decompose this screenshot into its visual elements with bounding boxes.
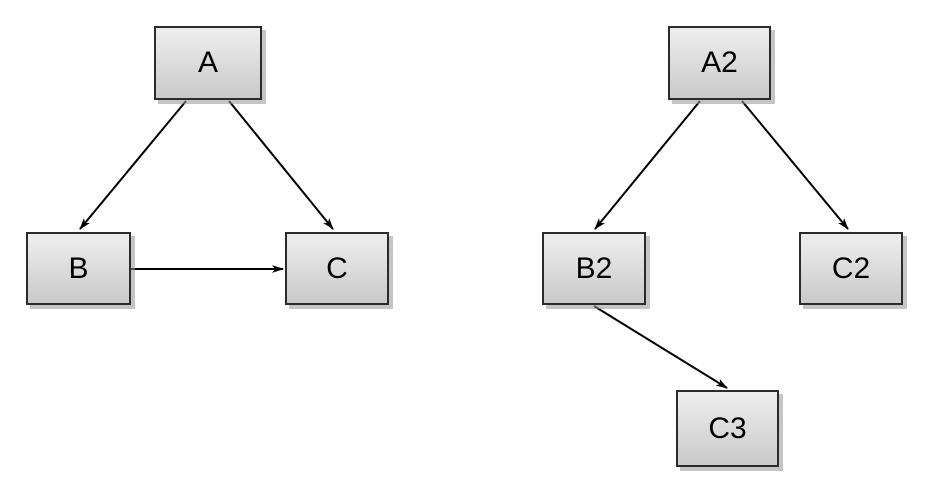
node-c[interactable]: C bbox=[285, 232, 389, 305]
edge-a-to-c bbox=[228, 100, 334, 230]
node-label-b2: B2 bbox=[575, 251, 613, 285]
node-c2[interactable]: C2 bbox=[799, 232, 903, 305]
node-c3[interactable]: C3 bbox=[676, 390, 779, 467]
edge-a2-to-b2 bbox=[594, 100, 701, 230]
node-b2[interactable]: B2 bbox=[542, 232, 646, 305]
node-label-b: B bbox=[68, 251, 89, 285]
node-label-a: A bbox=[197, 46, 218, 79]
node-label-c: C bbox=[326, 251, 348, 285]
node-a2[interactable]: A2 bbox=[668, 26, 771, 100]
node-b[interactable]: B bbox=[26, 232, 131, 305]
edge-a2-to-c2 bbox=[741, 100, 849, 230]
node-a[interactable]: A bbox=[154, 26, 262, 100]
node-label-c2: C2 bbox=[831, 251, 871, 285]
edge-a-to-b bbox=[79, 100, 187, 230]
edge-b2-to-c3 bbox=[593, 305, 728, 389]
node-label-a2: A2 bbox=[701, 46, 738, 79]
node-label-c3: C3 bbox=[708, 411, 747, 445]
